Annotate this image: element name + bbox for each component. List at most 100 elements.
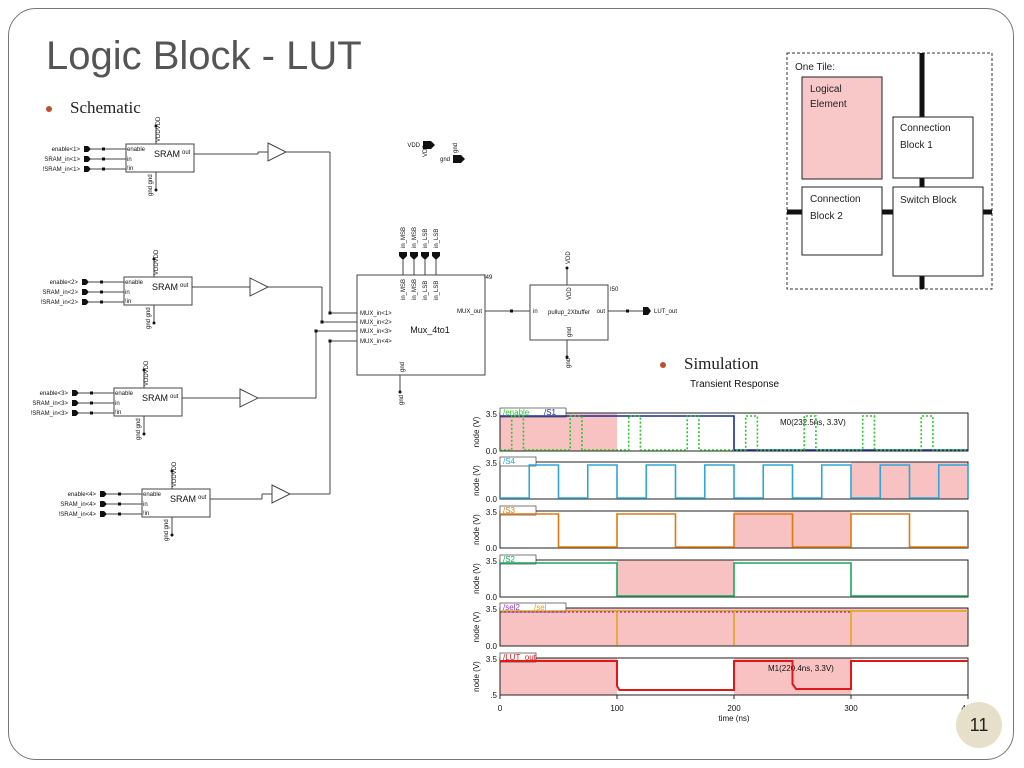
mux-output-label: MUX_out xyxy=(457,309,482,315)
x-tick-label: 0 xyxy=(498,704,503,713)
mux-top-pin xyxy=(410,252,418,260)
sram-name: SRAM xyxy=(170,494,196,504)
y-axis-label: node (V) xyxy=(472,611,481,642)
input-pin-label: SRAM_in<3> xyxy=(32,401,68,407)
pin-dot xyxy=(152,257,156,261)
y-tick: 0.0 xyxy=(486,495,498,504)
buffer-triangle xyxy=(249,277,270,297)
bullet-simulation: Simulation xyxy=(660,354,759,374)
wire-junction xyxy=(118,512,121,516)
connection-block-1 xyxy=(892,116,974,179)
wire-junction xyxy=(100,290,103,294)
sram-port: !in xyxy=(115,410,121,416)
input-pin xyxy=(100,511,107,517)
wire-junction xyxy=(102,147,105,151)
y-tick: 3.5 xyxy=(486,410,498,419)
mux-top-pin-label: in_MSB xyxy=(401,227,407,248)
sram-block xyxy=(125,143,195,173)
sram-vdd-label: VDDVDD xyxy=(156,116,162,142)
gnd-supply-label: gnd xyxy=(440,157,450,163)
pin-dot xyxy=(152,321,156,325)
mux-block xyxy=(356,274,486,376)
sram-port: enable xyxy=(125,280,144,286)
highlight-region xyxy=(617,608,734,646)
highlight-region xyxy=(617,560,734,597)
pullup-buffer-block xyxy=(529,284,609,341)
trace-label: /S4 xyxy=(503,457,516,466)
mux-instance: I49 xyxy=(484,275,493,281)
bullet-dot xyxy=(660,362,666,369)
pin-dot xyxy=(565,355,569,359)
sram-port: enable xyxy=(115,391,134,397)
gnd-supply-symbol xyxy=(453,155,465,163)
sram-block xyxy=(113,387,183,417)
buffer-gnd-net: gnd xyxy=(566,358,572,368)
y-tick: 0.0 xyxy=(486,642,498,651)
buffer-gnd-port: gnd xyxy=(567,327,573,337)
input-pin-label: SRAM_in<2> xyxy=(42,290,78,296)
input-pin xyxy=(72,390,79,396)
input-pin xyxy=(82,299,89,305)
input-pin-label: SRAM_in<4> xyxy=(60,502,96,508)
input-pin-label: !SRAM_in<4> xyxy=(59,512,97,518)
trace-label: /S3 xyxy=(503,506,516,515)
highlight-region xyxy=(500,658,617,695)
sram-port: in xyxy=(143,502,148,508)
s3-trace xyxy=(500,513,968,548)
trace-label: /sel2 xyxy=(503,603,520,612)
sram-port: !in xyxy=(127,166,133,172)
sram-vdd-label: VDDVDD xyxy=(144,360,150,386)
buffer-instance: I50 xyxy=(610,287,619,293)
y-tick: 3.5 xyxy=(486,655,498,664)
input-pin-label: enable<2> xyxy=(50,280,79,286)
mux-top-pin xyxy=(432,252,440,260)
sram-port-out: out xyxy=(180,283,189,289)
wire-junction xyxy=(100,280,103,284)
input-pin xyxy=(84,166,91,172)
vdd-supply-vert: VDD xyxy=(423,144,429,157)
bullet-dot xyxy=(46,106,52,113)
panel-frame xyxy=(499,607,969,647)
highlight-region xyxy=(851,608,968,646)
sram-block xyxy=(141,488,211,518)
sram-vdd-label: VDDVDD xyxy=(172,461,178,487)
buffer-vdd-net: VDD xyxy=(566,251,572,264)
sram-port: in xyxy=(127,157,132,163)
y-tick: 3.5 xyxy=(486,605,498,614)
input-pin-label: enable<4> xyxy=(68,492,97,498)
y-axis-label: node (V) xyxy=(472,661,481,692)
wire-junction xyxy=(320,320,324,324)
x-tick-label: 200 xyxy=(727,704,741,713)
bullet-simulation-text: Simulation xyxy=(684,354,759,373)
highlight-region xyxy=(500,608,617,646)
sram-block xyxy=(123,276,193,306)
mux-top-port-label: in_LSB xyxy=(423,281,429,300)
trace-label-box xyxy=(499,505,537,516)
pin-dot xyxy=(154,124,158,128)
output-pin xyxy=(643,307,651,315)
trace-label: /S2 xyxy=(503,555,516,564)
mux-top-pin-label: in_LSB xyxy=(434,229,440,248)
trace-label-box xyxy=(499,456,537,467)
y-tick: 0.0 xyxy=(486,447,498,456)
sram-port-out: out xyxy=(170,394,179,400)
buffer-vdd-port: VDD xyxy=(567,287,573,300)
sram-gnd-label: gnd gnd xyxy=(148,174,154,196)
page-number: 11 xyxy=(956,702,1002,748)
y-tick: 0.0 xyxy=(486,593,498,602)
buffer-name: pullup_2Xbuffer xyxy=(548,310,590,316)
mux-top-port-label: in_MSB xyxy=(412,279,418,300)
wire-junction xyxy=(510,309,513,313)
pin-dot xyxy=(142,432,146,436)
sram-port: enable xyxy=(143,492,162,498)
mux-top-pin-label: in_MSB xyxy=(412,227,418,248)
input-pin xyxy=(72,400,79,406)
trace-label: /sel xyxy=(534,603,547,612)
pin-dot xyxy=(170,533,174,537)
